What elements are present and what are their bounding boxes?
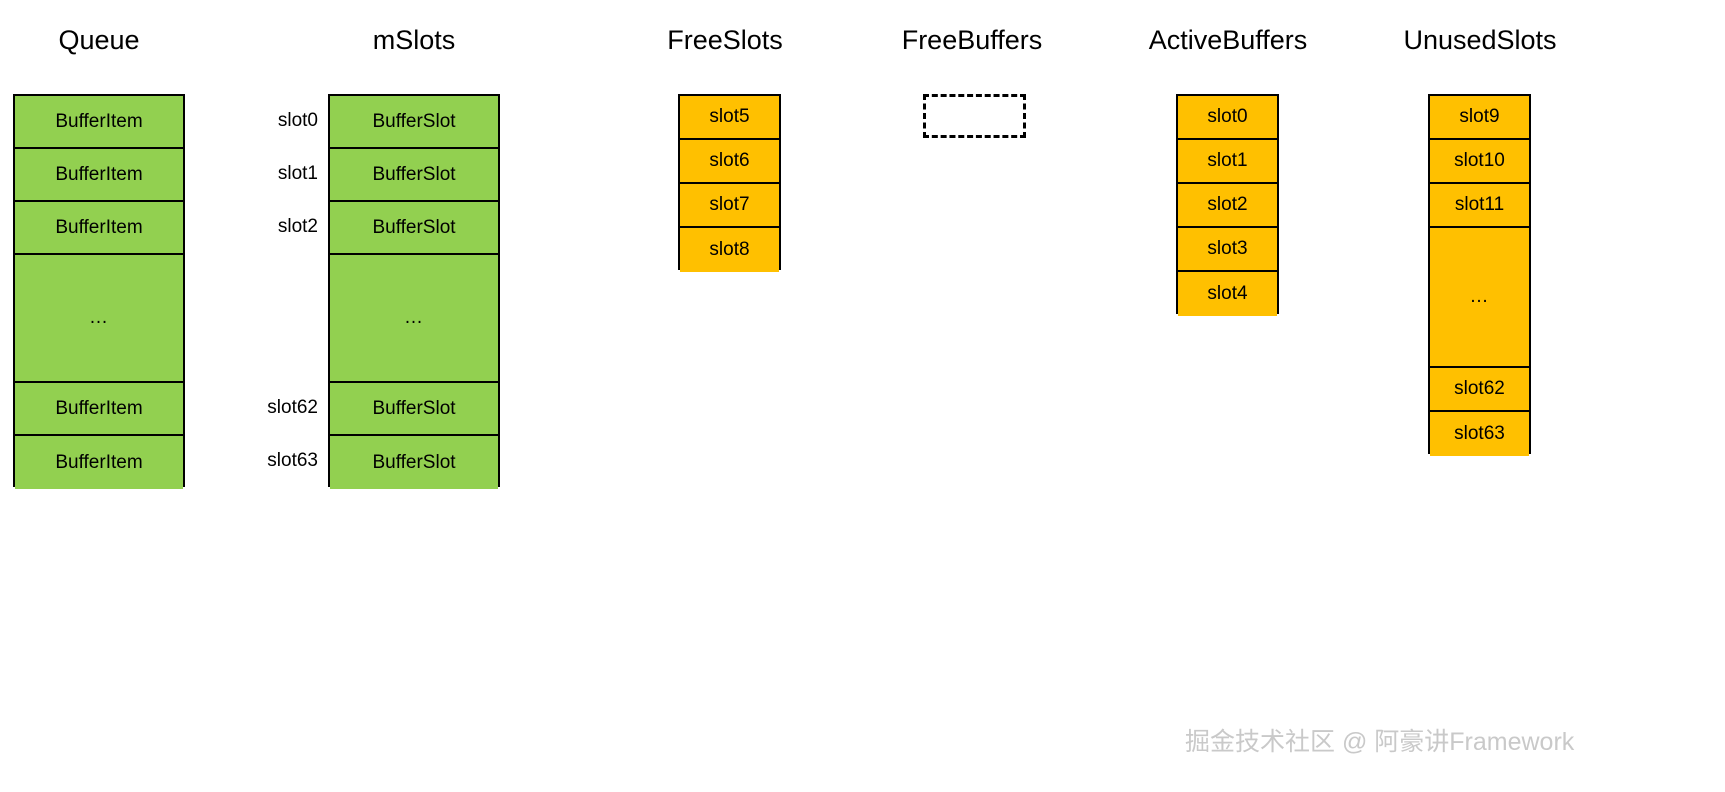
stack-cell: slot11 [1430, 184, 1529, 228]
stack-cell: slot62 [1430, 368, 1529, 412]
stack-cell: BufferSlot [330, 383, 498, 436]
column-title-mslots: mSlots [372, 25, 456, 55]
stack-cell: BufferSlot [330, 96, 498, 149]
stack-cell: BufferItem [15, 202, 183, 255]
stack-cell: slot8 [680, 228, 779, 272]
stack-cell: BufferItem [15, 383, 183, 436]
stack-cell: slot9 [1430, 96, 1529, 140]
column-title-unusedslots: UnusedSlots [1403, 25, 1557, 55]
stack-cell: slot3 [1178, 228, 1277, 272]
stack-cell-ellipsis: … [1430, 228, 1529, 368]
stack-cell: slot0 [1178, 96, 1277, 140]
stack-cell-ellipsis: … [15, 255, 183, 383]
stack-cell: slot6 [680, 140, 779, 184]
column-title-freebuffers: FreeBuffers [901, 25, 1043, 55]
stack-cell: BufferItem [15, 149, 183, 202]
column-title-activebuffers: ActiveBuffers [1148, 25, 1308, 55]
stack-cell: slot10 [1430, 140, 1529, 184]
slot-index-label: slot63 [267, 449, 318, 471]
stack-cell: BufferItem [15, 96, 183, 149]
slot-index-label: slot2 [277, 215, 318, 237]
column-title-freeslots: FreeSlots [667, 25, 783, 55]
stack-cell: slot2 [1178, 184, 1277, 228]
stack-cell: BufferSlot [330, 149, 498, 202]
stack-cell: BufferSlot [330, 202, 498, 255]
stack-cell: slot1 [1178, 140, 1277, 184]
stack-cell: slot63 [1430, 412, 1529, 456]
slot-index-label: slot1 [277, 162, 318, 184]
slot-index-label: slot0 [277, 109, 318, 131]
stack-cell: slot7 [680, 184, 779, 228]
slot-index-label: slot62 [267, 396, 318, 418]
stack-cell: slot5 [680, 96, 779, 140]
empty-placeholder-box-freebuffers [923, 94, 1026, 138]
stack-cell: slot4 [1178, 272, 1277, 316]
column-title-queue: Queue [58, 25, 140, 55]
watermark-text: 掘金技术社区 @ 阿豪讲Framework [1185, 728, 1575, 756]
stack-cell-ellipsis: … [330, 255, 498, 383]
stack-cell: BufferSlot [330, 436, 498, 489]
stack-cell: BufferItem [15, 436, 183, 489]
